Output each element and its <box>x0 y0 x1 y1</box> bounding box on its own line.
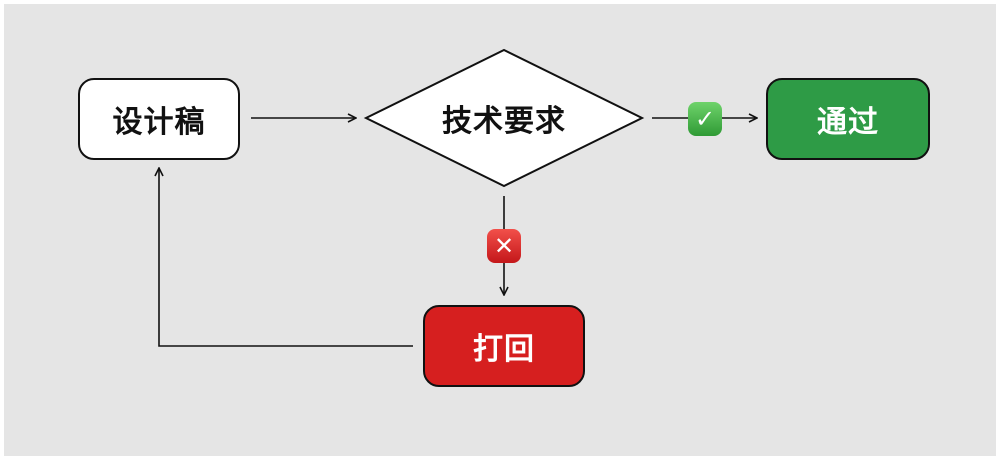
node-design-label: 设计稿 <box>112 105 206 140</box>
cross-mark-icon: ✕ <box>487 229 521 263</box>
decision-diamond <box>363 48 645 188</box>
node-pass: 通过 <box>766 78 930 160</box>
node-pass-label: 通过 <box>817 105 879 140</box>
node-reject-label: 打回 <box>473 332 535 367</box>
edge-reject-to-design <box>159 168 413 347</box>
node-tech-check-label: 技术要求 <box>442 104 566 139</box>
node-design: 设计稿 <box>78 78 240 160</box>
check-mark-icon: ✓ <box>688 102 722 136</box>
node-reject: 打回 <box>423 305 585 387</box>
node-tech-check: 技术要求 <box>364 88 644 148</box>
